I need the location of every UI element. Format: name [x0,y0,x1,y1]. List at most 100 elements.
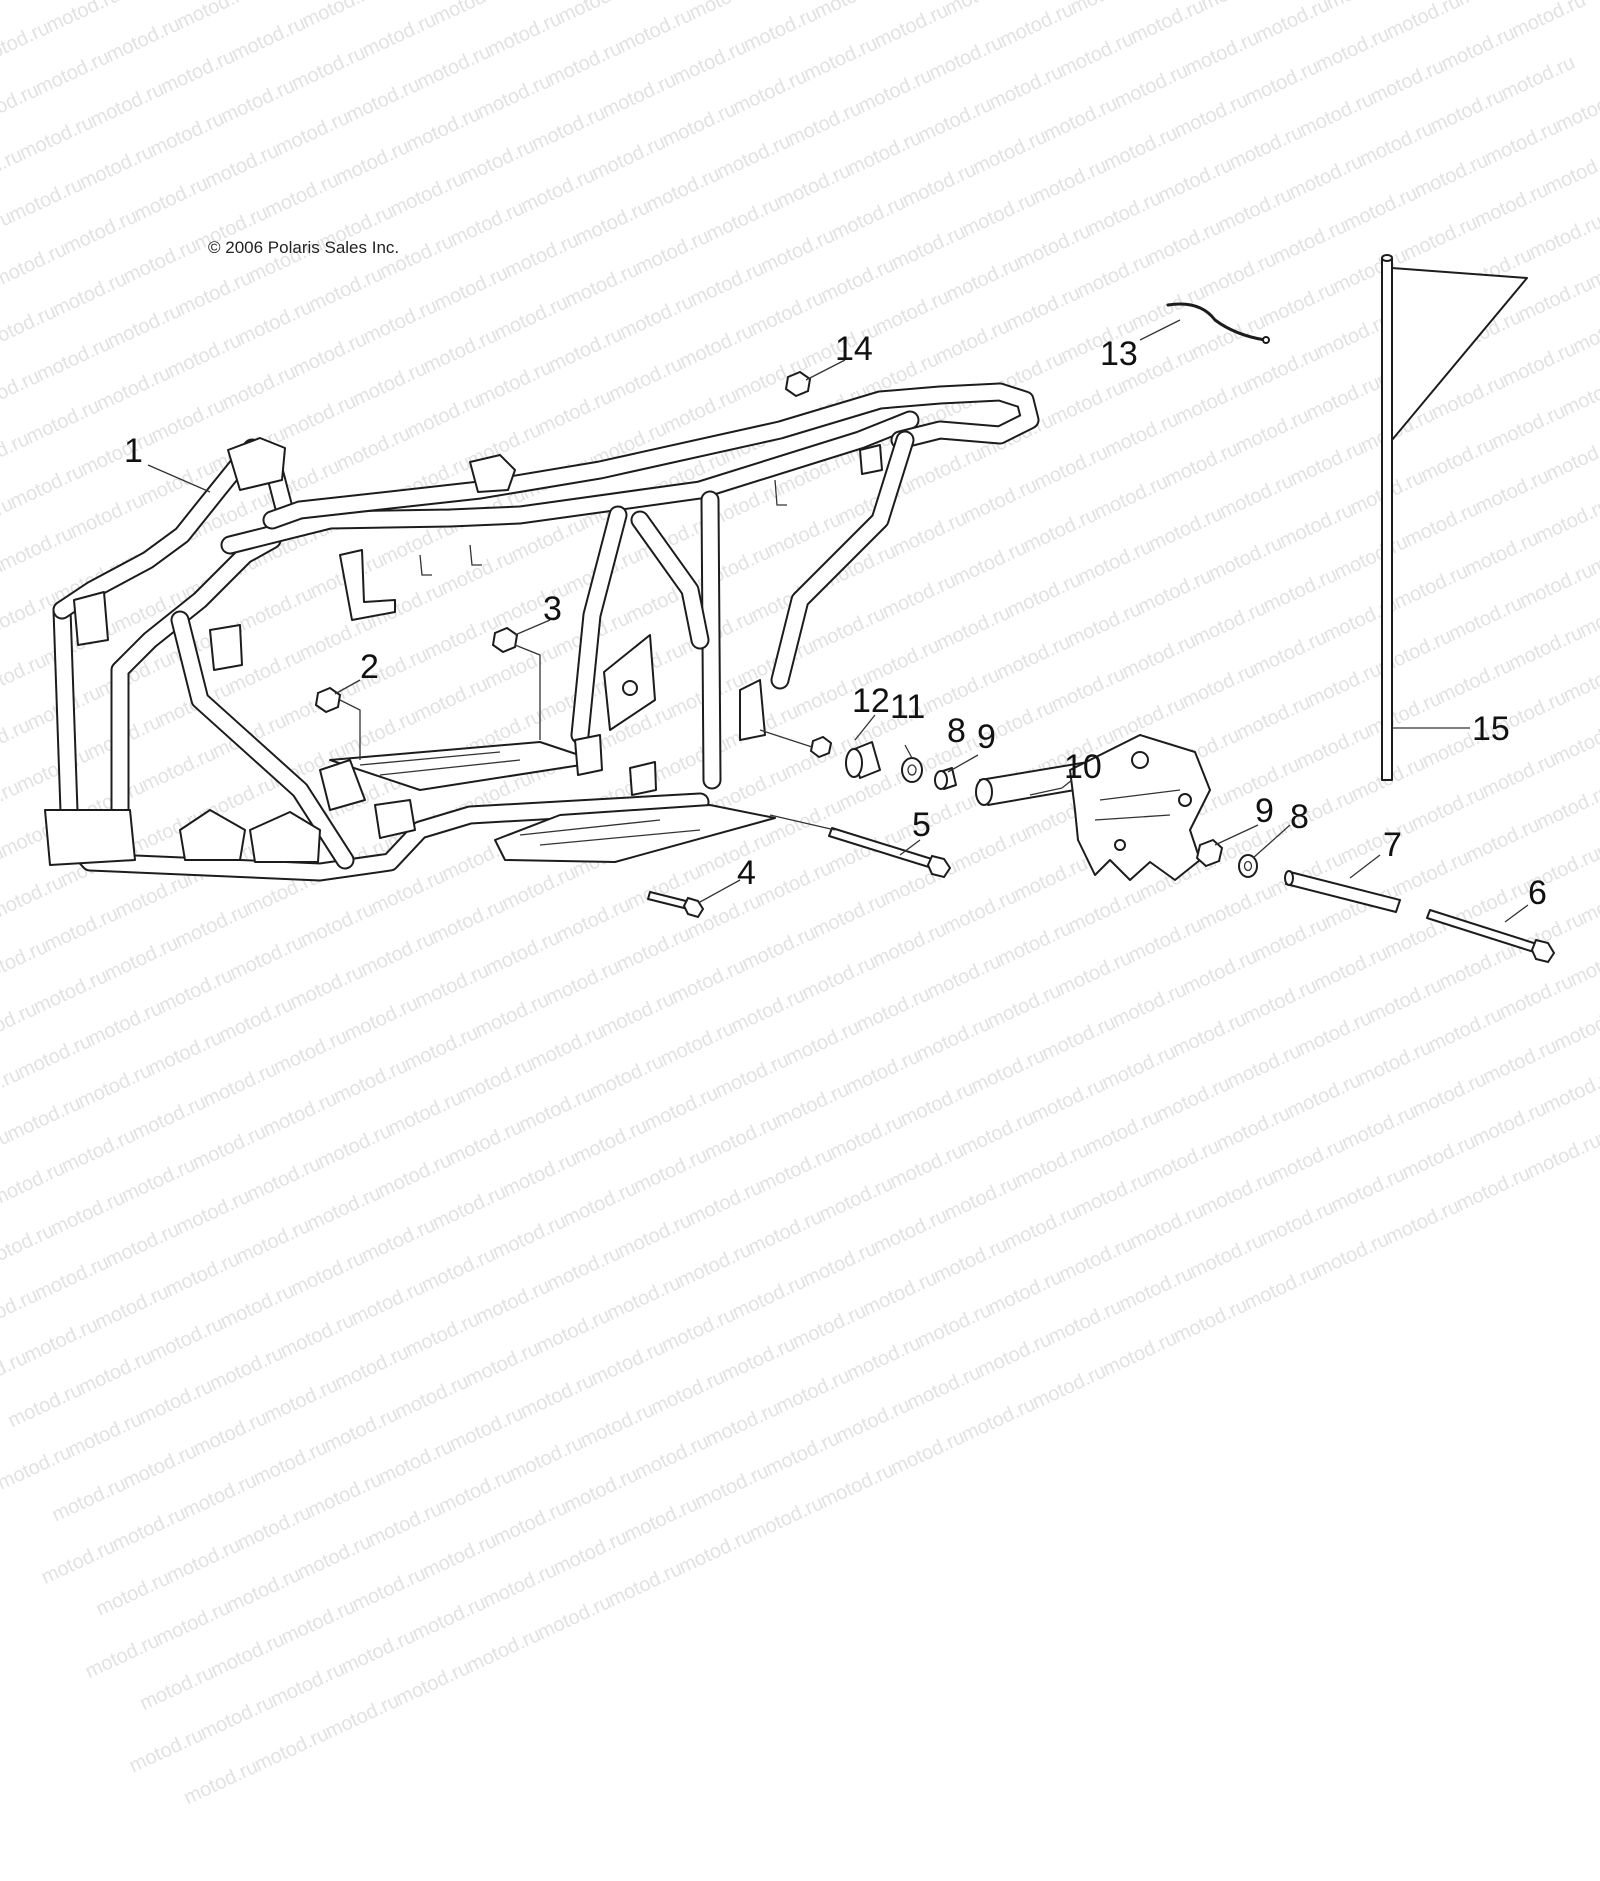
nut-top-shape [784,370,812,398]
watermark-text: motod.ru [418,1243,500,1297]
watermark-text: motod.ru [728,1270,810,1324]
sleeve-shape [1284,870,1401,913]
watermark-text: motod.ru [4,1378,86,1433]
watermark-text: motod.ru [1240,1261,1322,1315]
leader-lines [147,319,1529,923]
watermark-text: motod.ru [843,1331,925,1386]
watermark-text: motod.ru [119,1440,201,1494]
watermark-text: motod.ru [832,1394,914,1448]
watermark-text: motod.ru [958,1393,1039,1447]
watermark-text: motod.ru [223,1563,305,1618]
watermark-text: motod.ru [446,1402,527,1456]
watermark-text: motod.ru [543,1242,625,1296]
watermark-text: motod.ru [207,1628,289,1682]
callout-numbers: 1 2 3 4 5 6 7 8 8 9 9 10 11 12 13 14 15 [124,330,1547,912]
bolt-rear-shape [1426,909,1556,964]
watermark-text: motod.ru [0,1441,75,1495]
frame-drawing [44,382,1040,882]
watermark-text: motod.ru [691,1460,773,1514]
callout-nut-center: 3 [543,590,562,628]
watermark-text: motod.ru [163,1534,245,1588]
exploded-view-drawing: 1 2 3 4 5 6 7 8 8 9 9 10 11 12 13 14 15 [44,254,1556,964]
callout-cable-tie: 13 [1100,335,1138,373]
spacer-shape [845,741,881,779]
watermark-text: motod.ru [1186,1229,1268,1283]
watermark-text: motod.ru [506,1431,587,1486]
watermark-text: motod.ru [762,1427,844,1481]
callout-washer-a: 8 [947,712,966,750]
watermark-text: motod.ru [870,1204,952,1259]
watermark-text: motod.ru [1000,1201,1082,1255]
watermark-text: motod.ru [887,1426,969,1480]
watermark-text: motod.ru [260,1374,342,1428]
bushing-b-shape [1195,838,1224,868]
callout-nut-small: 12 [852,682,890,720]
watermark-text: motod.ru [92,1567,174,1621]
watermark-text: motod.ru [287,1246,369,1301]
watermark-text: motod.ru [402,1308,483,1362]
watermark-text: motod.ru [347,1276,429,1330]
watermark-text: motod.ru [232,1215,314,1269]
cable-tie-shape [1166,302,1270,344]
watermark-text: motod.ru [1055,1233,1137,1287]
callout-nut-left: 2 [360,648,379,686]
bushing-a-shape [934,767,957,790]
watermark-text: motod.ru [0,1284,42,1338]
watermark-text: motod.ru [746,1492,827,1546]
watermark-text: motod.ru [64,1408,146,1462]
watermark-text: motod.ru [91,1280,173,1335]
callout-sleeve: 7 [1383,826,1402,864]
watermark-text: motod.ru [1028,1360,1110,1414]
watermark-text: motod.ru [320,1403,402,1457]
watermark-text: motod.ru [179,1469,261,1523]
watermark-text: motod.ru [647,1365,729,1420]
watermark-text: motod.ru [1257,1196,1338,1250]
watermark-text: motod.ru [614,1209,696,1263]
watermark-text: motod.ru [859,1267,941,1321]
watermark-text: motod.ru [631,1430,713,1485]
callout-bushing-b: 9 [1255,792,1274,830]
hardware-parts [314,254,1556,964]
watermark-text: motod.ru [675,1525,757,1579]
watermark-text: motod.ru [788,1300,870,1354]
watermark-text: motod.ru [0,1346,31,1401]
watermark-text: motod.ru [152,1596,234,1651]
washer-a-shape [901,757,923,783]
watermark-text: motod.ru [375,1435,457,1489]
watermark-text: motod.ru [294,1530,375,1585]
watermark-text: motod.ru [462,1337,544,1391]
watermark-text: motod.ru [190,1407,271,1461]
watermark-text: motod.ru [234,1501,315,1555]
nut-left-shape [314,686,342,714]
watermark-text: motod.ru [930,1234,1012,1288]
watermark-text: motod.ru [338,1625,419,1679]
callout-bushing-a: 9 [977,718,996,756]
watermark-text: motod.ru [172,1185,254,1239]
watermark-text: motod.ru [532,1304,614,1358]
watermark-text: motod.ru [428,1181,510,1235]
washer-b-shape [1238,854,1258,878]
watermark-text: motod.ru [479,1559,561,1613]
callout-spacer: 11 [890,688,925,726]
watermark-text: motod.ru [1099,1327,1181,1381]
watermark-text: motod.ru [702,1397,783,1452]
watermark-text: motod.ru [914,1298,996,1353]
watermark-text: motod.ru [435,1464,517,1519]
safety-flag-shape [1381,254,1528,781]
watermark-text: motod.ru [799,1237,881,1291]
watermark-text: motod.ru [75,1345,157,1400]
nut-small-shape [809,735,833,759]
watermark-text: motod.ru [276,1309,358,1363]
watermark-text: motod.ru [903,1361,985,1415]
watermark-text: motod.ru [1382,1195,1464,1249]
watermark-text: motod.ru [1170,1294,1252,1348]
watermark-text: motod.ru [772,1364,854,1419]
watermark-text: motod.ru [816,1459,898,1513]
watermark-text: motod.ru [321,1689,403,1744]
callout-frame-assembly: 1 [124,432,143,470]
watermark-text: motod.ru [364,1497,446,1552]
watermark-text: motod.ru [392,1656,474,1711]
watermark-text: motod.ru [108,1502,190,1556]
watermark-text: motod.ru [251,1722,333,1777]
